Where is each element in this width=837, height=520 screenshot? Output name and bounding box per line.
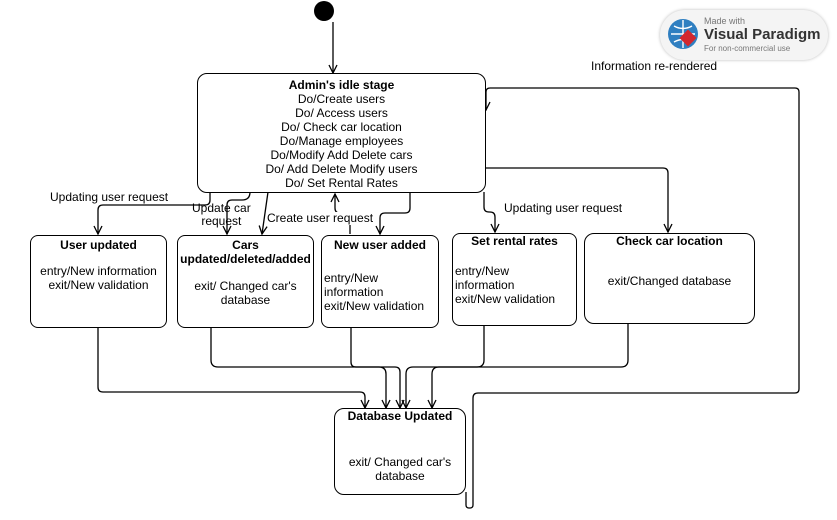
state-admin-idle-title: Admin's idle stage xyxy=(288,78,395,92)
state-cars-title-2: updated/deleted/added xyxy=(180,252,311,266)
state-cars-exit: exit/ Changed car's xyxy=(194,279,297,293)
state-database-title: Database Updated xyxy=(347,409,453,423)
idle-action: Do/ Access users xyxy=(295,106,388,120)
label-information-re-rendered: Information re-rendered xyxy=(591,59,718,73)
label-create-user-request: Create user request xyxy=(267,211,374,225)
watermark-brand: Visual Paradigm xyxy=(704,26,821,43)
transition-idle-to-location xyxy=(484,167,668,232)
visual-paradigm-watermark: Made with Visual Paradigm For non-commer… xyxy=(660,10,828,60)
transition-idle-to-cars xyxy=(227,191,251,234)
transition-user-updated-to-database xyxy=(97,328,365,408)
state-cars-exit-2: database xyxy=(220,293,271,307)
label-update-car-line-1: Update car xyxy=(192,201,251,215)
state-user-updated-entry: entry/New information xyxy=(40,264,157,278)
label-update-car-request: Update car request xyxy=(192,202,251,228)
state-new-user-title: New user added xyxy=(333,238,427,252)
state-user-updated-title: User updated xyxy=(60,238,137,252)
transition-database-to-idle xyxy=(465,87,800,509)
state-new-user-added: New user added entry/New information exi… xyxy=(321,235,439,328)
idle-action: Do/ Check car location xyxy=(281,120,402,134)
state-admin-idle: Admin's idle stage Do/Create users Do/ A… xyxy=(197,73,486,193)
state-new-user-entry-2: information xyxy=(324,285,384,299)
state-set-rental-rates: Set rental rates entry/New information e… xyxy=(452,233,577,326)
state-database-exit: exit/ Changed car's xyxy=(348,455,452,469)
state-database-updated: Database Updated exit/ Changed car's dat… xyxy=(334,408,466,495)
state-check-car-location: Check car location exit/Changed database xyxy=(584,233,755,324)
state-rental-title: Set rental rates xyxy=(471,234,558,248)
transition-idle-to-rental xyxy=(483,192,495,232)
watermark-license: For non-commercial use xyxy=(704,44,791,53)
idle-action: Do/Modify Add Delete cars xyxy=(270,148,413,162)
visual-paradigm-logo-icon xyxy=(668,19,698,49)
transition-idle-to-user-updated xyxy=(98,185,211,234)
state-new-user-exit: exit/New validation xyxy=(324,299,425,313)
state-new-user-entry: entry/New xyxy=(324,271,379,285)
idle-action: Do/ Add Delete Modify users xyxy=(265,162,418,176)
state-cars-updated: Cars updated/deleted/added exit/ Changed… xyxy=(177,235,314,328)
state-rental-entry: entry/New xyxy=(455,264,510,278)
state-user-updated-exit: exit/New validation xyxy=(48,278,149,292)
state-location-exit: exit/Changed database xyxy=(607,274,732,288)
state-user-updated: User updated entry/New information exit/… xyxy=(30,235,167,328)
transition-new-user-to-database xyxy=(350,328,400,408)
label-update-car-line-2: request xyxy=(201,214,242,228)
idle-action: Do/ Set Rental Rates xyxy=(285,176,398,190)
state-rental-exit: exit/New validation xyxy=(455,292,556,306)
initial-node xyxy=(314,1,334,21)
state-cars-title-1: Cars xyxy=(232,238,259,252)
state-database-exit-2: database xyxy=(375,469,425,483)
state-rental-entry-2: information xyxy=(455,278,515,292)
watermark-made-with: Made with xyxy=(704,16,746,26)
idle-action: Do/Create users xyxy=(297,92,386,106)
label-updating-user-request-right: Updating user request xyxy=(504,201,623,215)
state-location-title: Check car location xyxy=(616,234,723,248)
transition-idle-to-new-user xyxy=(380,192,411,234)
transition-cars-to-database xyxy=(210,328,386,408)
label-updating-user-request-left: Updating user request xyxy=(50,190,169,204)
transition-location-to-database xyxy=(432,324,629,408)
idle-action: Do/Manage employees xyxy=(279,134,404,148)
transition-idle-to-cars-2 xyxy=(262,191,269,234)
